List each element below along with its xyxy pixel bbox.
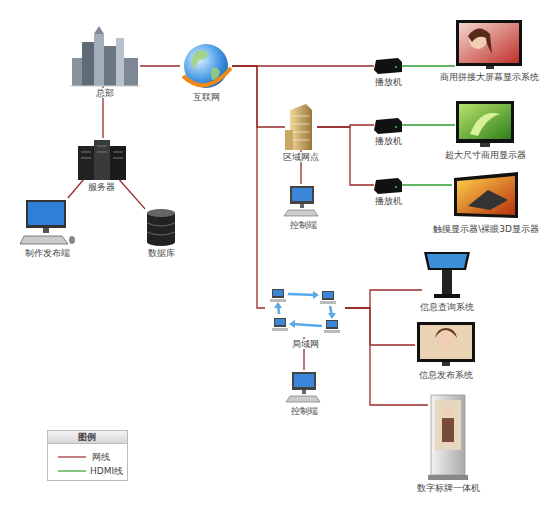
building-icon	[285, 104, 312, 150]
control-terminal-node: 控制端	[288, 370, 320, 404]
server-node: 服务器	[75, 138, 127, 180]
device-label: 控制端	[289, 220, 318, 230]
device-label: 触摸显示器\裸眼3D显示器	[432, 224, 540, 234]
network-line	[140, 65, 180, 66]
info-display-icon	[417, 322, 475, 366]
network-line	[345, 308, 428, 405]
hdmi-cable	[402, 184, 452, 185]
lan-icon	[270, 289, 340, 333]
display-system-node: 商用拼接大屏幕显示系统	[455, 18, 523, 70]
legend-title: 图例	[78, 432, 96, 442]
internet-node: 互联网	[180, 42, 232, 90]
device-label: 播放机	[374, 77, 403, 87]
device-label: 信息查询系统	[419, 302, 475, 312]
display-system-node: 触摸显示器\裸眼3D显示器	[452, 172, 520, 222]
network-line	[345, 308, 415, 345]
globe-icon	[183, 44, 231, 88]
workstation-node: 制作发布端	[20, 198, 75, 246]
database-node: 数据库	[145, 208, 177, 246]
signage-icon	[428, 395, 468, 480]
legend-text: HDMI线	[90, 466, 123, 476]
device-label: 播放机	[374, 196, 403, 206]
device-label: 控制端	[290, 406, 319, 416]
server-icon	[78, 140, 126, 180]
skyline-icon	[70, 26, 140, 86]
device-label: 总部	[95, 88, 115, 98]
player-box-icon	[374, 58, 402, 194]
device-label: 播放机	[374, 136, 403, 146]
lan-node: 局域网	[265, 285, 345, 337]
device-label: 局域网	[291, 339, 320, 349]
device-label: 商用拼接大屏幕显示系统	[439, 72, 540, 82]
network-line	[120, 180, 146, 209]
kiosk-node: 信息查询系统	[422, 250, 472, 300]
display-system-node: 超大尺寸商用显示器	[455, 100, 515, 148]
hdmi-cable	[402, 65, 455, 66]
video-wall-icon	[456, 20, 522, 69]
headquarters-node: 总部	[70, 28, 140, 86]
device-label: 互联网	[192, 92, 221, 102]
media-player-node: 播放机	[374, 176, 402, 194]
regional-site-node: 区域网点	[285, 104, 317, 150]
network-line	[232, 66, 265, 308]
control-pc-icon	[284, 186, 318, 216]
legend-text: 网线	[92, 452, 110, 462]
media-player-node: 播放机	[374, 57, 402, 75]
network-line	[317, 127, 374, 185]
device-label: 信息发布系统	[418, 370, 474, 380]
kiosk-icon	[424, 252, 470, 298]
workstation-icon	[20, 200, 75, 244]
device-label: 数据库	[147, 248, 176, 258]
database-icon	[147, 209, 175, 246]
control-terminal-node: 控制端	[287, 184, 319, 218]
signage-unit-node: 数字标牌一体机	[428, 393, 468, 481]
device-label: 服务器	[87, 182, 116, 192]
legend-box	[48, 431, 128, 481]
touch-display-icon	[454, 172, 518, 218]
device-label: 区域网点	[282, 152, 320, 162]
large-display-icon	[456, 101, 514, 147]
media-player-node: 播放机	[374, 116, 402, 134]
control-pc-icon	[286, 372, 320, 402]
device-label: 数字标牌一体机	[416, 483, 481, 493]
network-line	[232, 66, 285, 127]
network-line	[68, 180, 83, 198]
device-label: 制作发布端	[24, 248, 71, 258]
network-line	[345, 290, 422, 308]
display-system-node: 信息发布系统	[415, 320, 477, 368]
device-label: 超大尺寸商用显示器	[444, 150, 527, 160]
hdmi-cable	[402, 124, 455, 125]
